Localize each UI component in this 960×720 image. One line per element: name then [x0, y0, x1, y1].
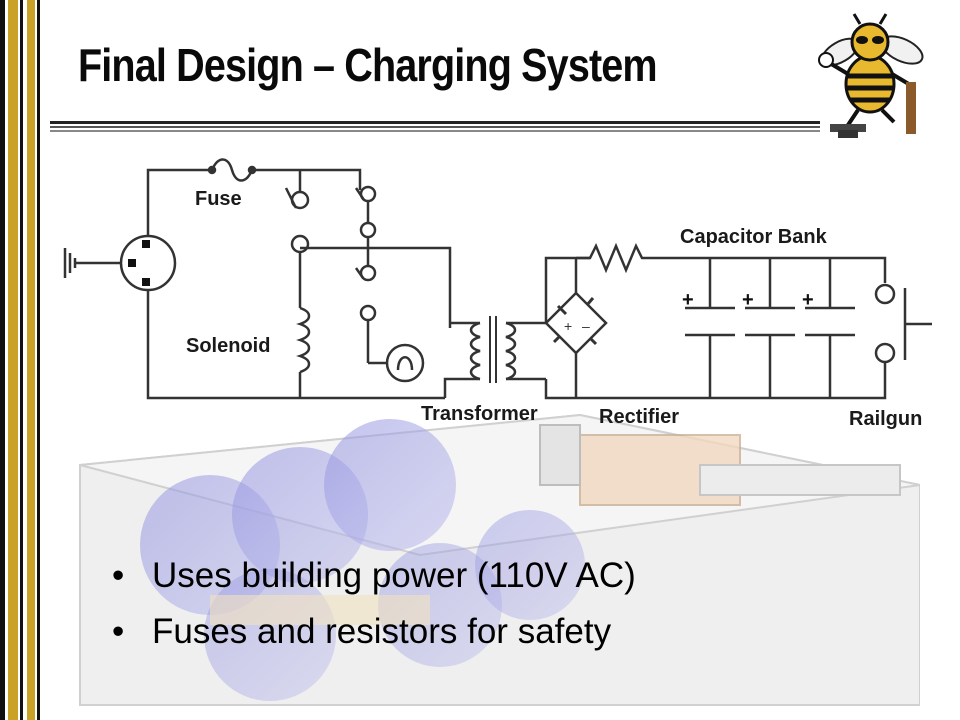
capacitor-2-plus: + — [742, 289, 754, 311]
bullet-item: • Uses building power (110V AC) — [112, 548, 636, 604]
label-transformer: Transformer — [421, 403, 538, 425]
fuse-icon — [207, 158, 257, 182]
label-capacitor-bank: Capacitor Bank — [680, 226, 827, 248]
rectifier-plus-sign: + — [564, 318, 572, 334]
railgun-icon — [874, 283, 932, 364]
switch-1-icon — [284, 170, 310, 308]
yellow-jacket-mascot-icon — [818, 13, 924, 138]
label-fuse: Fuse — [195, 188, 242, 210]
rectifier-minus-sign: – — [582, 318, 590, 334]
capacitor-bank-icon: + + + — [682, 258, 855, 398]
charging-circuit-diagram: + – + + + — [63, 158, 932, 400]
power-outlet-icon — [119, 234, 177, 292]
slide-title: Final Design – Charging System — [78, 39, 658, 91]
bridge-rectifier-icon: + – — [544, 256, 620, 400]
relay-lamp-icon — [368, 343, 425, 383]
capacitor-1-plus: + — [682, 289, 694, 311]
transformer-icon — [443, 316, 546, 398]
charging-system-render-background — [79, 413, 920, 706]
title-underline — [50, 121, 820, 132]
label-railgun: Railgun — [849, 408, 923, 430]
solenoid-coil-icon — [296, 306, 311, 398]
left-stripes-decoration — [0, 0, 40, 720]
bullet-text: Uses building power (110V AC) — [152, 556, 636, 595]
bullet-glyph: • — [112, 612, 125, 651]
bullet-list: • Uses building power (110V AC) • Fuses an… — [112, 548, 636, 660]
resistor-icon — [576, 242, 700, 274]
label-rectifier: Rectifier — [599, 406, 680, 428]
ground-icon — [63, 248, 122, 278]
bullet-text: Fuses and resistors for safety — [152, 612, 612, 651]
capacitor-3-plus: + — [802, 289, 814, 311]
bullet-item: • Fuses and resistors for safety — [112, 604, 636, 660]
switch-2-icon — [354, 185, 377, 363]
bullet-glyph: • — [112, 556, 125, 595]
label-solenoid: Solenoid — [186, 335, 271, 357]
